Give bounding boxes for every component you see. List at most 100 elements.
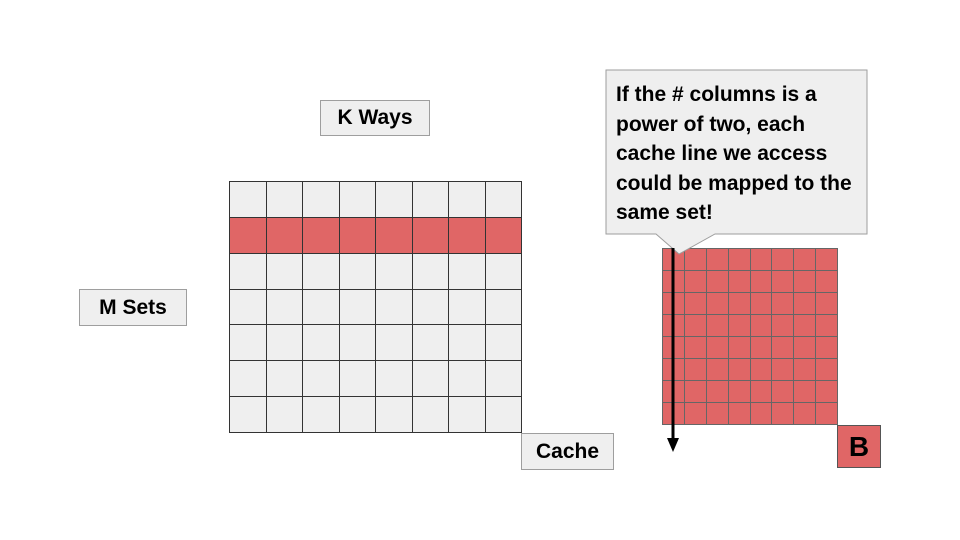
matrix-b-cell: [816, 315, 838, 337]
matrix-b-cell: [794, 249, 817, 271]
matrix-b-cell: [706, 403, 729, 425]
k-ways-label: K Ways: [320, 100, 430, 136]
cache-cell: [303, 182, 340, 218]
matrix-b-cell: [728, 403, 751, 425]
matrix-b-cell: [706, 337, 729, 359]
cache-cell: [230, 289, 267, 326]
matrix-b-cell: [663, 271, 685, 293]
matrix-b-cell: [750, 315, 773, 337]
matrix-b-cell: [728, 315, 751, 337]
cache-cell: [230, 253, 267, 290]
matrix-b-cell: [684, 293, 707, 315]
matrix-b-label: B: [837, 425, 881, 468]
matrix-b-cell: [728, 293, 751, 315]
matrix-b-cell: [728, 249, 751, 271]
cache-cell: [230, 361, 267, 398]
cache-cell: [303, 325, 340, 362]
matrix-b-cell: [684, 337, 707, 359]
matrix-b-cell: [728, 381, 751, 403]
cache-cell: [412, 253, 449, 290]
cache-cell: [303, 289, 340, 326]
cache-cell: [485, 361, 522, 398]
cache-cell: [339, 253, 376, 290]
matrix-b-cell: [816, 249, 838, 271]
matrix-b-cell: [706, 293, 729, 315]
matrix-b-cell: [663, 293, 685, 315]
matrix-b-cell: [772, 337, 795, 359]
cache-cell: [449, 182, 486, 218]
cache-cell: [230, 397, 267, 433]
matrix-b-cell: [684, 381, 707, 403]
cache-cell: [412, 361, 449, 398]
cache-cell: [266, 397, 303, 433]
matrix-b-cell: [750, 381, 773, 403]
matrix-b-cell: [816, 359, 838, 381]
cache-cell: [230, 182, 267, 218]
cache-cell: [412, 397, 449, 433]
matrix-b-cell: [816, 337, 838, 359]
cache-cell: [339, 361, 376, 398]
cache-cell: [339, 325, 376, 362]
cache-cell: [266, 325, 303, 362]
matrix-b-cell: [663, 249, 685, 271]
cache-cell: [485, 253, 522, 290]
cache-cell-highlighted: [303, 217, 340, 254]
cache-cell: [266, 253, 303, 290]
matrix-b-cell: [684, 271, 707, 293]
callout-text: If the # columns is a power of two, each…: [616, 83, 852, 224]
matrix-b-cell: [794, 359, 817, 381]
matrix-b-cell: [816, 403, 838, 425]
matrix-b-cell: [794, 271, 817, 293]
cache-cell: [339, 182, 376, 218]
cache-cell: [485, 289, 522, 326]
matrix-b-cell: [684, 315, 707, 337]
matrix-b-cell: [794, 293, 817, 315]
matrix-b-cell: [684, 403, 707, 425]
matrix-b-cell: [663, 403, 685, 425]
cache-cell-highlighted: [266, 217, 303, 254]
cache-cell: [376, 253, 413, 290]
m-sets-label: M Sets: [79, 289, 187, 326]
matrix-b-cell: [794, 381, 817, 403]
cache-cell: [339, 397, 376, 433]
cache-cell: [376, 182, 413, 218]
cache-cell: [485, 182, 522, 218]
cache-cell: [303, 361, 340, 398]
matrix-b-grid: [662, 248, 838, 425]
cache-cell: [449, 253, 486, 290]
matrix-b-cell: [772, 403, 795, 425]
cache-grid: [229, 181, 522, 433]
matrix-b-cell: [794, 403, 817, 425]
matrix-b-cell: [750, 403, 773, 425]
matrix-b-cell: [663, 315, 685, 337]
matrix-b-cell: [750, 271, 773, 293]
cache-cell: [485, 397, 522, 433]
cache-cell: [376, 361, 413, 398]
matrix-b-cell: [794, 337, 817, 359]
matrix-b-cell: [706, 359, 729, 381]
cache-cell: [230, 325, 267, 362]
matrix-b-cell: [750, 359, 773, 381]
matrix-b-cell: [706, 381, 729, 403]
cache-cell-highlighted: [412, 217, 449, 254]
matrix-b-cell: [684, 249, 707, 271]
matrix-b-cell: [728, 337, 751, 359]
column-access-arrowhead: [667, 438, 679, 452]
cache-cell: [266, 361, 303, 398]
cache-cell: [412, 289, 449, 326]
cache-cell: [376, 397, 413, 433]
matrix-b-cell: [706, 315, 729, 337]
cache-cell: [376, 289, 413, 326]
matrix-b-cell: [794, 315, 817, 337]
matrix-b-cell: [772, 359, 795, 381]
cache-cell-highlighted: [230, 217, 267, 254]
cache-cell: [303, 397, 340, 433]
cache-cell: [412, 325, 449, 362]
matrix-b-cell: [772, 381, 795, 403]
cache-cell-highlighted: [449, 217, 486, 254]
matrix-b-cell: [816, 293, 838, 315]
cache-cell: [449, 325, 486, 362]
cache-cell: [449, 361, 486, 398]
cache-cell-highlighted: [376, 217, 413, 254]
cache-cell: [412, 182, 449, 218]
